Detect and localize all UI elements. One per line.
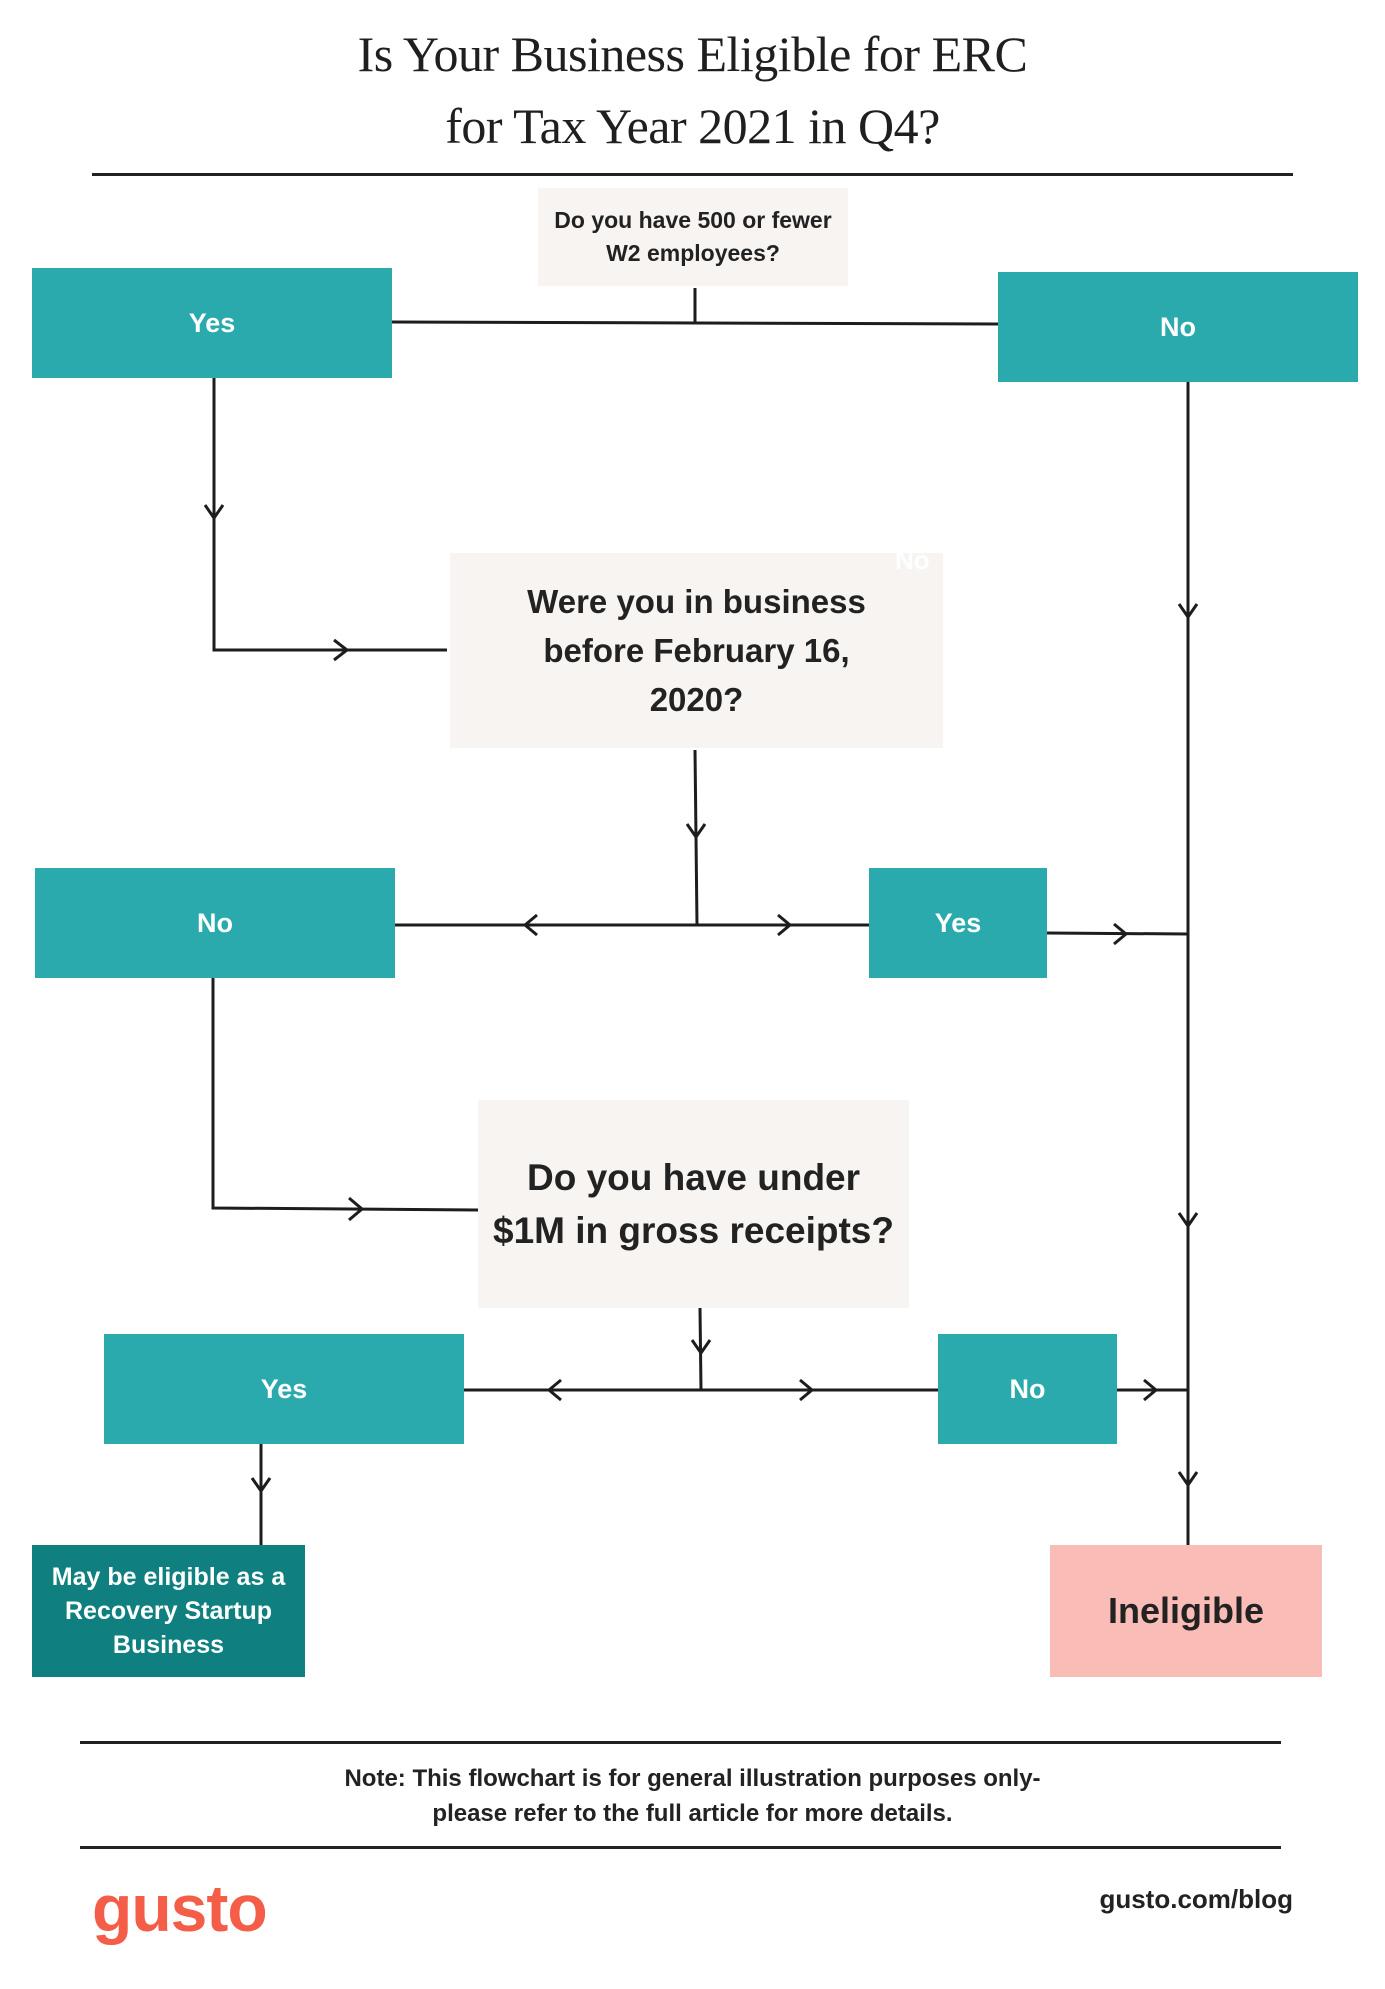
question-gross-receipts: Do you have under $1M in gross receipts? <box>478 1100 909 1308</box>
footer-note: Note: This flowchart is for general illu… <box>0 1761 1385 1831</box>
title-divider <box>92 173 1293 176</box>
question-in-business-line-1: Were you in business <box>527 583 866 620</box>
answer-yes-employees-label: Yes <box>188 307 236 338</box>
answer-yes-in-business-label: Yes <box>934 907 982 938</box>
question-gross-receipts-line-1: Do you have under <box>526 1157 861 1198</box>
question-in-business: Were you in business before February 16,… <box>450 553 943 748</box>
result-recovery-startup-line-1: May be eligible as a <box>51 1563 286 1591</box>
answer-no-in-business: No <box>35 868 395 978</box>
answer-no-employees-label: No <box>1160 311 1196 342</box>
arrow-right-q2-yes <box>777 913 793 937</box>
arrow-down-q3-yes <box>250 1477 272 1494</box>
footer-divider-top <box>80 1741 1281 1744</box>
result-ineligible: Ineligible <box>1050 1545 1322 1677</box>
arrow-down-q3 <box>690 1339 712 1356</box>
answer-yes-gross-receipts: Yes <box>104 1334 464 1444</box>
footer-note-line-2: please refer to the full article for mor… <box>432 1800 953 1827</box>
result-recovery-startup-line-2: Recovery Startup <box>64 1597 273 1625</box>
arrow-left-q3-yes <box>546 1378 562 1402</box>
arrow-down-q2 <box>685 823 707 840</box>
title-line-2: for Tax Year 2021 in Q4? <box>445 98 940 154</box>
arrow-right-q2-yes-trunk <box>1113 922 1129 946</box>
question-gross-receipts-line-2: $1M in gross receipts? <box>493 1210 894 1251</box>
arrow-right-into-q2 <box>333 638 350 662</box>
arrow-left-q2-no <box>522 913 538 937</box>
footer-note-line-1: Note: This flowchart is for general illu… <box>344 1765 1041 1792</box>
q2-no-to-q3-line <box>211 978 479 1212</box>
q1-yes-to-q2-line <box>212 378 447 652</box>
answer-no-gross-receipts-label: No <box>1009 1373 1046 1404</box>
arrow-down-q1-yes <box>203 504 225 521</box>
gusto-logo: gusto <box>92 1871 268 1945</box>
answer-yes-gross-receipts-label: Yes <box>260 1373 308 1404</box>
question-in-business-line-2: before February 16, <box>543 632 850 669</box>
question-employees-line-1: Do you have 500 or fewer <box>554 207 832 233</box>
page-title: Is Your Business Eligible for ERC for Ta… <box>0 18 1385 162</box>
stray-label: No <box>895 545 930 575</box>
footer-divider-bottom <box>80 1846 1281 1849</box>
result-ineligible-label: Ineligible <box>1107 1590 1265 1631</box>
answer-yes-employees: Yes <box>32 268 392 378</box>
arrow-right-q3-no-trunk <box>1143 1378 1159 1402</box>
q2-yes-to-trunk-line <box>1046 931 1189 936</box>
result-recovery-startup: May be eligible as a Recovery Startup Bu… <box>32 1545 305 1677</box>
answer-no-employees: No <box>998 272 1358 382</box>
arrow-right-into-q3 <box>348 1196 365 1222</box>
blog-url: gusto.com/blog <box>1099 1884 1293 1914</box>
result-recovery-startup-line-3: Business <box>112 1631 225 1659</box>
arrow-down-trunk-2 <box>1177 1212 1199 1229</box>
answer-no-in-business-label: No <box>197 907 233 938</box>
q3-stem-line <box>698 1307 703 1391</box>
answer-yes-in-business: Yes <box>869 868 1047 978</box>
question-employees-line-2: W2 employees? <box>606 240 780 266</box>
arrow-right-q3-no <box>799 1378 815 1402</box>
question-employees: Do you have 500 or fewer W2 employees? <box>538 188 848 286</box>
arrow-down-trunk-3 <box>1177 1471 1199 1488</box>
arrow-down-trunk-1 <box>1177 603 1199 620</box>
question-in-business-line-3: 2020? <box>649 681 744 718</box>
answer-no-gross-receipts: No <box>938 1334 1117 1444</box>
title-line-1: Is Your Business Eligible for ERC <box>357 26 1028 82</box>
q1-branch-line <box>391 320 999 326</box>
